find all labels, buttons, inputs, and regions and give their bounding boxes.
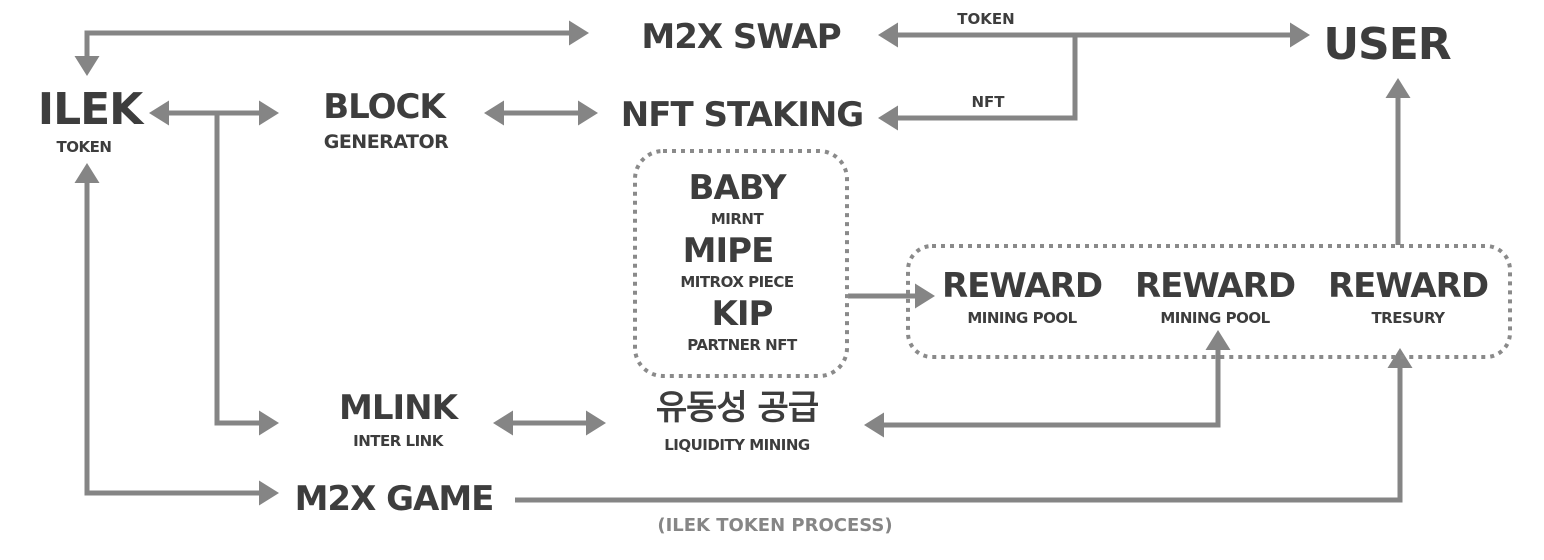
arrow-game-ilek bbox=[74, 163, 279, 506]
node-kip-sub: PARTNER NFT bbox=[687, 336, 798, 354]
node-liquidity: 유동성 공급 bbox=[656, 388, 819, 428]
node-mipe: MIPE bbox=[683, 231, 774, 271]
arrow-ilek-swap bbox=[74, 20, 589, 76]
node-baby-sub: MIRNT bbox=[711, 210, 765, 228]
node-block: BLOCK bbox=[323, 87, 447, 127]
node-kip: KIP bbox=[712, 294, 773, 334]
node-liquidity-sub: LIQUIDITY MINING bbox=[664, 436, 810, 454]
node-ilek: ILEK bbox=[38, 84, 145, 135]
node-mipe-sub: MITROX PIECE bbox=[680, 273, 794, 291]
arrow-liquidity-reward bbox=[864, 330, 1231, 438]
node-mlink: MLINK bbox=[339, 388, 460, 428]
edge-label-nft: NFT bbox=[971, 93, 1005, 111]
reward-group-box bbox=[906, 244, 1512, 359]
arrow-user-nft bbox=[878, 35, 1078, 131]
node-reward-mining-2-sub: MINING POOL bbox=[1160, 309, 1270, 327]
diagram-caption: (ILEK TOKEN PROCESS) bbox=[657, 515, 892, 536]
node-block-sub: GENERATOR bbox=[324, 131, 449, 153]
node-user: USER bbox=[1323, 19, 1450, 70]
node-reward-mining-2: REWARD bbox=[1135, 266, 1295, 306]
node-m2x-swap: M2X SWAP bbox=[641, 17, 840, 57]
arrow-game-treasury bbox=[515, 348, 1413, 503]
edge-label-token: TOKEN bbox=[957, 10, 1014, 28]
node-mlink-sub: INTER LINK bbox=[353, 432, 445, 450]
node-nft-staking: NFT STAKING bbox=[621, 95, 863, 135]
node-m2x-game: M2X GAME bbox=[295, 479, 494, 519]
node-reward-treasury: REWARD bbox=[1328, 266, 1488, 306]
node-baby: BABY bbox=[689, 168, 787, 208]
node-reward-mining-1-sub: MINING POOL bbox=[967, 309, 1077, 327]
node-ilek-sub: TOKEN bbox=[57, 138, 112, 156]
node-reward-mining-1: REWARD bbox=[942, 266, 1102, 306]
node-reward-treasury-sub: TRESURY bbox=[1371, 309, 1446, 327]
arrow-ilek-mlink bbox=[214, 113, 279, 436]
